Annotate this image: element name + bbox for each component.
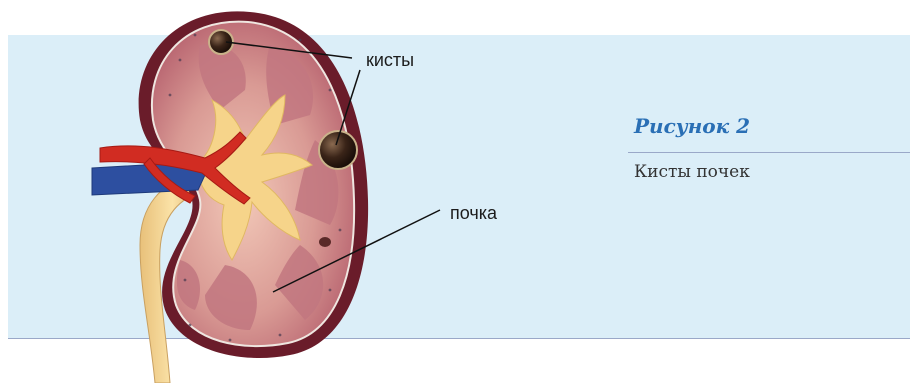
figure-title: Рисунок 2 <box>634 114 750 138</box>
figure-caption: Кисты почек <box>634 162 750 182</box>
figure-title-divider <box>628 152 910 153</box>
inner-cyst <box>319 237 331 247</box>
cysts-label: кисты <box>366 50 414 71</box>
kidney-label: почка <box>450 203 497 224</box>
